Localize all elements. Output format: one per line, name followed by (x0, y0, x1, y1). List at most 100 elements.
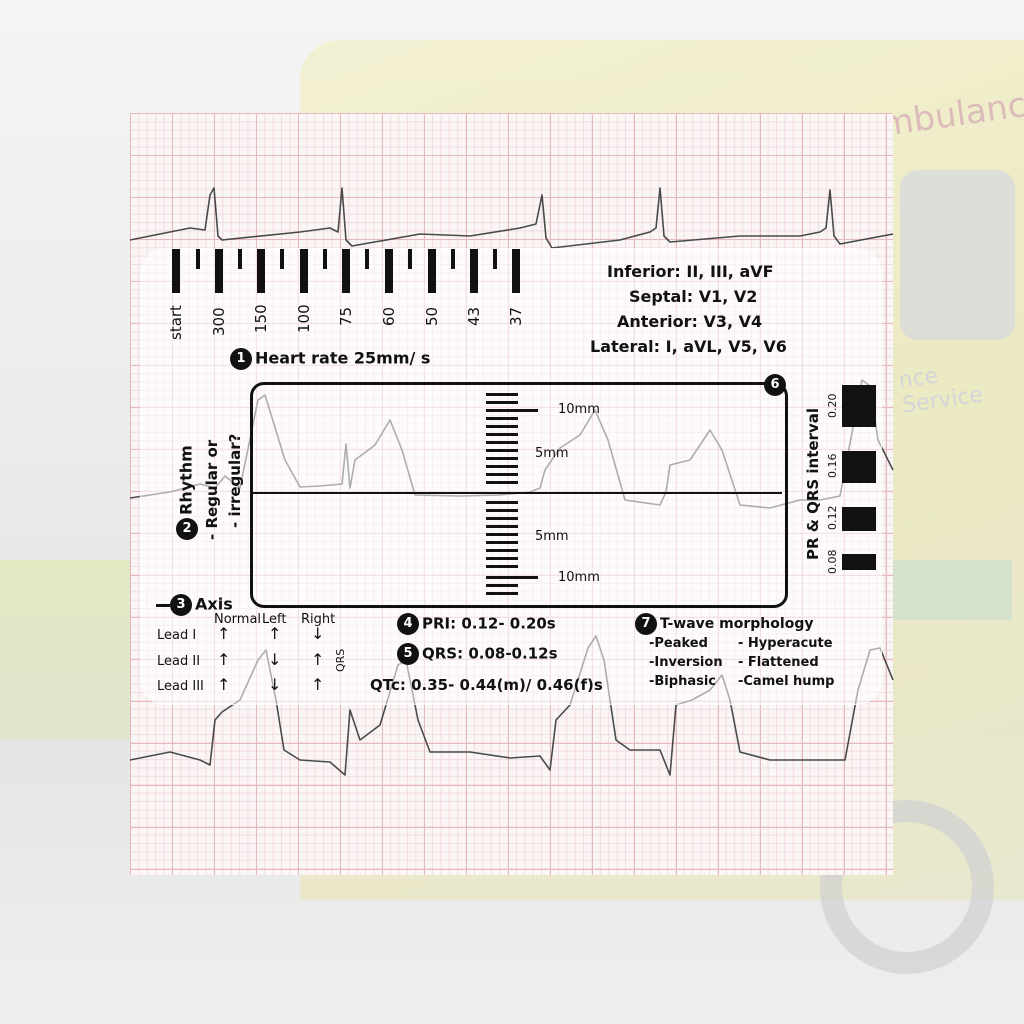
twave-item-camel-hump: -Camel hump (738, 674, 835, 689)
axis-col-left: Left (262, 612, 287, 627)
axis-row-lead-i: Lead I (157, 628, 197, 643)
twave-item-flattened: - Flattened (738, 655, 819, 670)
rate-bar (342, 249, 350, 293)
ambulance-stripe-right (892, 560, 1012, 620)
step-number-1: 1 (230, 348, 252, 370)
rate-bar (238, 249, 242, 269)
step-number-6: 6 (764, 374, 786, 396)
arrow-icon: ↑ (268, 624, 282, 643)
mm-label-upper: 5mm (535, 446, 569, 461)
twave-item-inversion: -Inversion (649, 655, 723, 670)
rate-label-75: 75 (337, 306, 355, 326)
rate-label-100: 100 (295, 304, 313, 333)
rate-label-150: 150 (252, 304, 270, 333)
arrow-icon: ↑ (217, 675, 231, 694)
mm-tick (486, 425, 518, 428)
rhythm-section: 2 Rhythm (176, 445, 198, 540)
mm-tick (486, 541, 518, 544)
qtc-text: QTc: 0.35- 0.44(m)/ 0.46(f)s (370, 676, 603, 694)
rate-bar (257, 249, 265, 293)
arrow-icon: ↓ (268, 650, 282, 669)
leads-inferior: Inferior: II, III, aVF (607, 262, 774, 281)
rate-label-60: 60 (380, 306, 398, 326)
axis-col-normal: Normal (214, 612, 262, 627)
mm-tick (486, 509, 518, 512)
mm-tick (486, 457, 518, 460)
rhythm-line-2: - irregular? (226, 433, 244, 528)
axis-row-lead-iii: Lead III (157, 679, 204, 694)
step-6: 6 (764, 374, 789, 396)
rate-label-300: 300 (210, 307, 228, 336)
rate-label-start: start (167, 305, 185, 340)
ecg-ruler-card (140, 248, 882, 705)
heart-rate-text: Heart rate 25mm/ s (255, 348, 431, 368)
rate-label-50: 50 (423, 306, 441, 326)
axis-text: Axis (195, 594, 233, 614)
mm-tick (486, 465, 518, 468)
rate-bar (365, 249, 369, 269)
step-number-2: 2 (176, 518, 198, 540)
interval-label-012: 0.12 (826, 505, 839, 531)
interval-label-008: 0.08 (826, 549, 839, 575)
mm-tick (486, 441, 518, 444)
rate-bar (428, 249, 436, 293)
leads-lateral: Lateral: I, aVL, V5, V6 (590, 337, 787, 356)
interval-bar-020 (842, 385, 876, 427)
interval-bar-016 (842, 451, 876, 483)
mm-tick (486, 501, 518, 504)
ecg-trace-top (129, 187, 894, 249)
leads-septal: Septal: V1, V2 (629, 287, 758, 306)
arrow-icon: ↑ (217, 624, 231, 643)
step-number-4: 4 (397, 613, 419, 635)
measurement-window (250, 382, 788, 608)
rhythm-title: Rhythm (176, 445, 196, 515)
mm-tick (486, 409, 538, 412)
arrow-icon: ↓ (311, 624, 325, 643)
mm-tick (486, 481, 518, 484)
arrow-icon: ↓ (268, 675, 282, 694)
mm-tick (486, 525, 518, 528)
mm-tick (486, 417, 518, 420)
rate-bar (470, 249, 478, 293)
axis-row-lead-ii: Lead II (157, 654, 201, 669)
qrs-text: QRS: 0.08-0.12s (422, 644, 558, 663)
rate-bar (280, 249, 284, 269)
rate-bar (323, 249, 327, 269)
step-number-5: 5 (397, 643, 419, 665)
leads-anterior: Anterior: V3, V4 (617, 312, 763, 331)
ambulance-stripe-left (0, 560, 135, 740)
window-baseline (253, 492, 782, 494)
axis-col-right: Right (301, 612, 336, 627)
mm-tick (486, 401, 518, 404)
rate-label-43: 43 (465, 306, 483, 326)
mm-tick (486, 473, 518, 476)
twave-title: T-wave morphology (660, 616, 814, 632)
step-number-3: 3 (170, 594, 192, 616)
rate-label-37: 37 (507, 306, 525, 326)
interval-title: PR & QRS interval (804, 408, 822, 560)
mm-tick (486, 517, 518, 520)
interval-bar-012 (842, 507, 876, 531)
mm-label-bottom: 10mm (558, 570, 600, 585)
rate-bar (172, 249, 180, 293)
rate-bar (300, 249, 308, 293)
rhythm-line-1: - Regular or (203, 439, 221, 540)
mm-tick (486, 533, 518, 536)
step-number-7: 7 (635, 613, 657, 635)
mm-tick (486, 584, 518, 587)
rate-bar (493, 249, 497, 269)
rate-bar (385, 249, 393, 293)
mm-tick (486, 576, 538, 579)
ambulance-window (900, 170, 1015, 340)
mm-tick (486, 549, 518, 552)
axis-qrs-label: QRS (334, 648, 347, 672)
twave-item-biphasic: -Biphasic (649, 674, 716, 689)
pri-text: PRI: 0.12- 0.20s (422, 614, 556, 633)
rate-bar (215, 249, 223, 293)
mm-tick (486, 557, 518, 560)
mm-tick (486, 393, 518, 396)
